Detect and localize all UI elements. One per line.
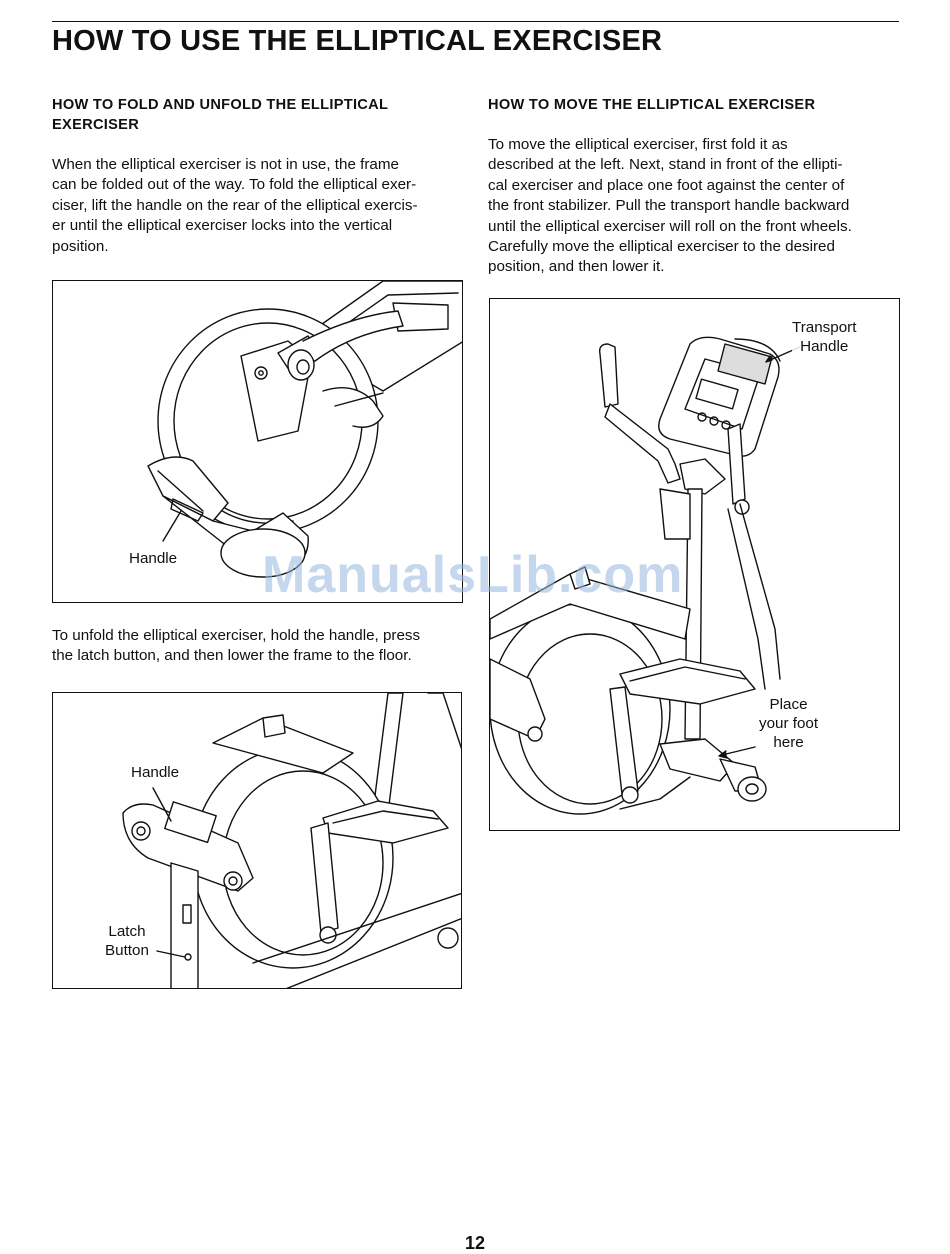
fold-unfold-heading: HOW TO FOLD AND UNFOLD THE ELLIPTICAL EX… <box>52 97 389 133</box>
page-number: 12 <box>464 1233 486 1253</box>
page-title: HOW TO USE THE ELLIPTICAL EXERCISER <box>52 25 663 57</box>
top-rule <box>52 21 899 22</box>
latch-button-label: Latch Button <box>105 922 149 960</box>
move-illustration: Transport Handle Place your foot here <box>489 298 900 831</box>
move-instructions: To move the elliptical exerciser, first … <box>488 136 852 276</box>
fold-illustration: Handle <box>52 280 463 603</box>
fold-instructions: When the elliptical exerciser is not in … <box>52 156 418 255</box>
fold-handle-label: Handle <box>129 549 178 568</box>
unfold-illustration: Handle Latch Button <box>52 692 462 989</box>
place-foot-label: Place your foot here <box>759 695 819 752</box>
unfold-instructions: To unfold the elliptical exerciser, hold… <box>52 627 421 665</box>
unfold-handle-label: Handle <box>131 763 180 782</box>
transport-handle-label: Transport Handle <box>792 318 857 356</box>
move-heading: HOW TO MOVE THE ELLIPTICAL EXERCISER <box>488 97 816 113</box>
